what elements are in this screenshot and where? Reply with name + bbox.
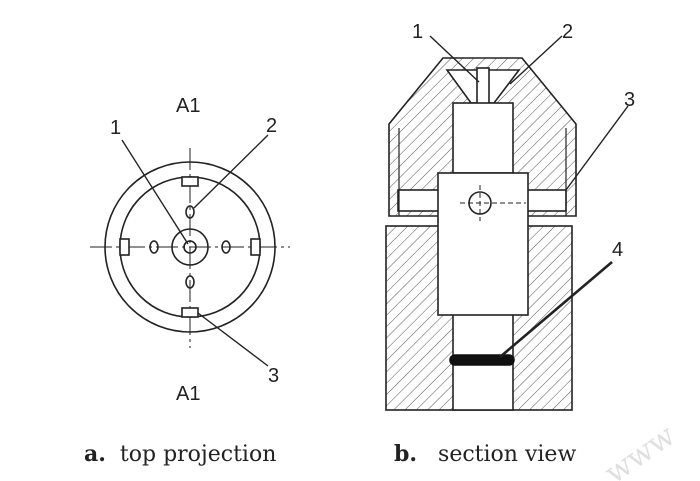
outer-circle [104, 161, 276, 333]
top-callout-1: 1 [110, 117, 121, 139]
slot-right [250, 238, 261, 256]
section-leader-2 [509, 35, 563, 85]
leader-line-1 [121, 139, 189, 245]
o-ring-seal [449, 354, 515, 366]
caption-a-letter: a. [84, 441, 106, 467]
leader-line-3 [197, 312, 269, 367]
section-callout-2: 2 [562, 21, 573, 43]
section-callout-1: 1 [412, 21, 423, 43]
slot-bottom [181, 307, 199, 318]
hole-bottom [185, 275, 195, 289]
top-projection-view [90, 134, 290, 367]
section-callout-4: 4 [612, 239, 623, 261]
caption-b-text: section view [438, 442, 576, 467]
section-view [385, 35, 629, 411]
top-callout-2: 2 [266, 115, 277, 137]
top-callout-3: 3 [268, 365, 279, 387]
center-ring [171, 228, 209, 266]
section-mark-bottom: A1 [176, 383, 200, 405]
slot-top [181, 176, 199, 187]
center-orifice [183, 240, 197, 254]
upper-bore [452, 102, 514, 174]
caption-b-letter: b. [394, 441, 417, 467]
section-mark-top: A1 [176, 95, 200, 117]
leader-line-2 [193, 134, 269, 209]
axial-orifice [476, 67, 490, 109]
watermark: www [599, 418, 682, 481]
caption-a: a. top projection [84, 441, 276, 467]
hole-left [149, 240, 159, 254]
section-leader-3 [565, 105, 629, 191]
slot-left [119, 238, 130, 256]
hole-right [221, 240, 231, 254]
hole-top [185, 205, 195, 219]
caption-b: b. section view [394, 441, 576, 467]
caption-a-text: top projection [120, 442, 276, 467]
section-leader-1 [429, 35, 480, 83]
section-callout-3: 3 [624, 89, 635, 111]
section-leader-4 [499, 261, 613, 358]
